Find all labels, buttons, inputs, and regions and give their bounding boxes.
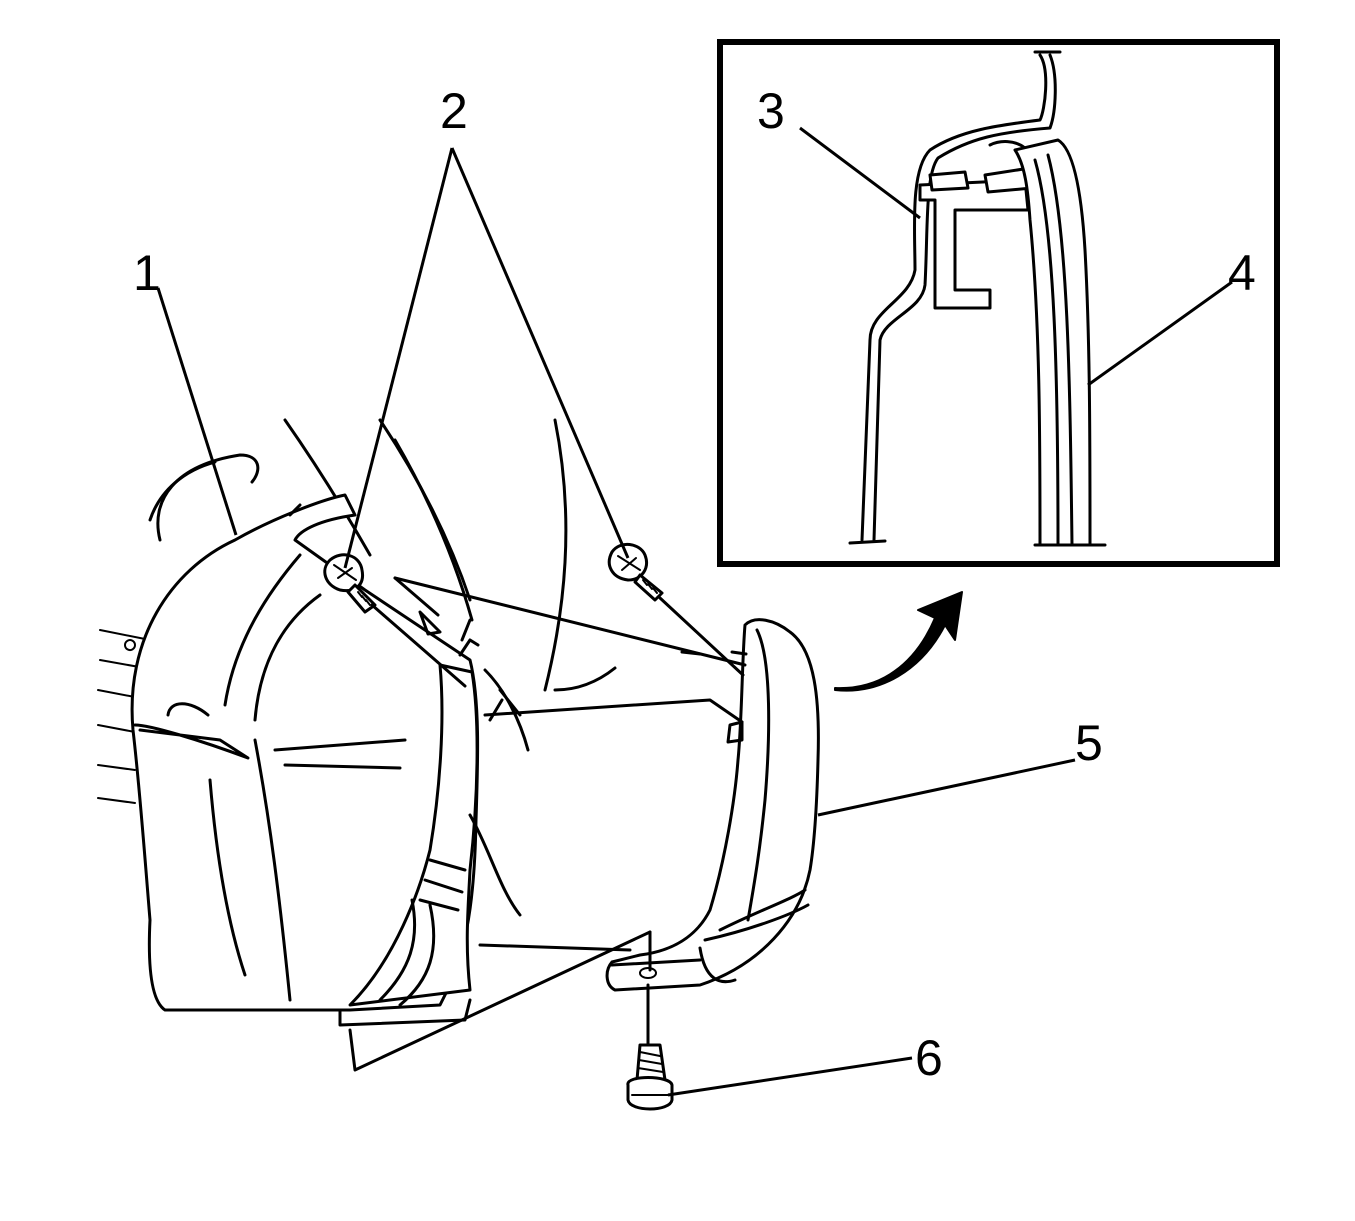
callout-4: 4	[1228, 245, 1256, 301]
upper-screw-left	[323, 553, 377, 614]
lower-screw	[626, 1043, 674, 1111]
leader-2a	[343, 147, 454, 569]
upper-screw-right	[607, 543, 664, 602]
leader-2b	[450, 147, 630, 559]
callout-3: 3	[757, 83, 785, 139]
leader-4	[1087, 280, 1233, 387]
leader-6	[667, 1056, 913, 1097]
callout-5: 5	[1075, 715, 1103, 771]
detail-inset	[717, 39, 1280, 567]
callout-2: 2	[440, 83, 468, 139]
callout-6: 6	[915, 1030, 943, 1086]
inset-pointer-arrow	[834, 591, 963, 692]
mud-flap	[605, 618, 820, 992]
wheel-arch-background	[97, 418, 617, 804]
callout-1: 1	[133, 245, 161, 301]
liner-flange	[338, 638, 632, 1027]
leader-1	[156, 287, 238, 536]
leader-lines	[156, 126, 1233, 1097]
alignment-lines	[348, 576, 748, 1072]
leader-5	[817, 758, 1076, 817]
leader-3	[799, 126, 921, 220]
